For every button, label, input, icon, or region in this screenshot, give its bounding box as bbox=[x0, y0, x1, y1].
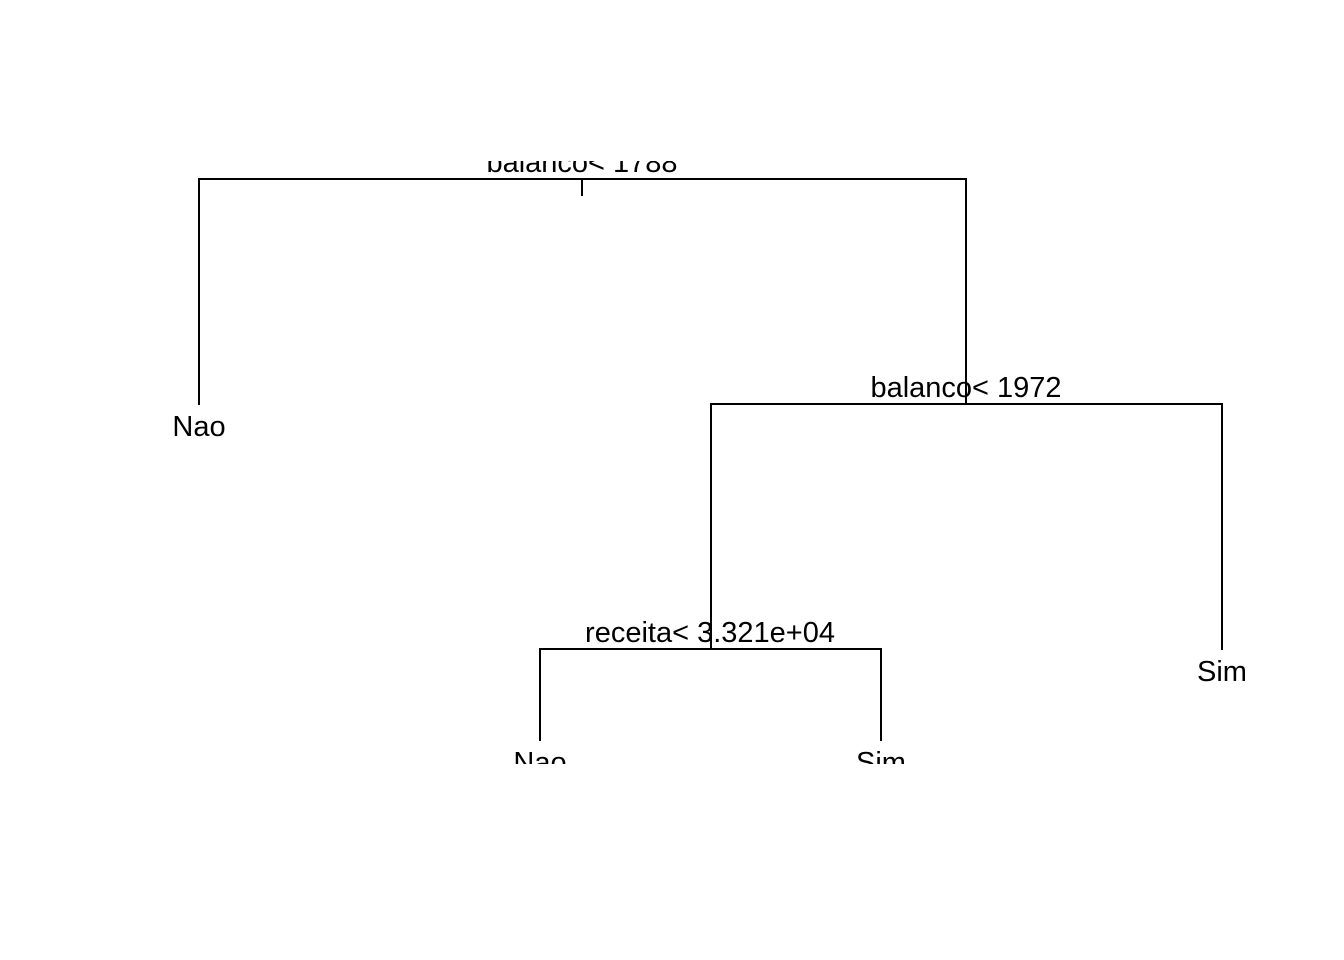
node2-split-label: balanco< 1972 bbox=[870, 372, 1061, 404]
node3-split-label: receita< 3.321e+04 bbox=[585, 617, 835, 649]
leaf-label-nao-1: Nao bbox=[172, 411, 225, 443]
leaf-label-nao-2: Nao bbox=[513, 747, 566, 779]
leaf-label-sim-1: Sim bbox=[1197, 656, 1247, 688]
root-split-label: balanco< 1788 bbox=[486, 147, 677, 179]
leaf-label-sim-2: Sim bbox=[856, 747, 906, 779]
